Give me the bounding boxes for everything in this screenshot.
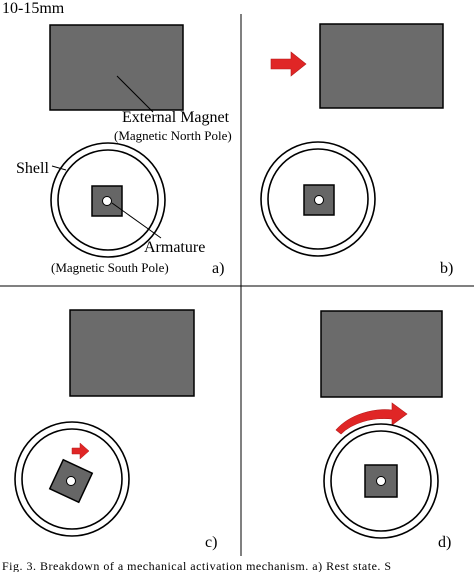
panel-label: d) xyxy=(438,534,451,551)
armature-pivot xyxy=(376,476,386,486)
panel-b: b) xyxy=(260,23,453,277)
armature-pivot xyxy=(66,476,76,486)
panel-a: External Magnet (Magnetic North Pole) Sh… xyxy=(16,24,232,277)
armature-leader-line xyxy=(111,202,162,239)
external-magnet-label: External Magnet xyxy=(122,109,230,126)
panel-c: c) xyxy=(14,309,217,551)
panel-label: c) xyxy=(205,534,217,551)
panel-label: a) xyxy=(212,260,224,277)
external-magnet-sublabel: (Magnetic North Pole) xyxy=(114,128,232,143)
figure-caption: Fig. 3. Breakdown of a mechanical activa… xyxy=(2,559,392,572)
shell-inner xyxy=(330,430,432,532)
external-magnet xyxy=(319,23,444,109)
curved-arrow-icon xyxy=(335,402,408,435)
shell-inner xyxy=(57,149,159,251)
panel-d: d) xyxy=(320,310,451,551)
armature xyxy=(364,464,398,498)
magnet-leader-line xyxy=(116,75,154,113)
external-magnet xyxy=(49,24,184,111)
shell-inner xyxy=(21,428,123,530)
armature-sublabel: (Magnetic South Pole) xyxy=(51,260,169,275)
armature-pivot xyxy=(102,196,112,206)
armature-label: Armature xyxy=(144,239,205,256)
armature-pivot xyxy=(314,195,324,205)
small-arrow-icon xyxy=(71,442,90,460)
external-magnet xyxy=(320,310,443,398)
shell-leader-line xyxy=(51,165,67,171)
shell-label: Shell xyxy=(16,160,49,177)
panel-label: b) xyxy=(440,260,453,277)
external-magnet xyxy=(69,309,195,397)
header-fragment: 10-15mm xyxy=(2,0,65,17)
shell-inner xyxy=(267,148,369,250)
straight-arrow-icon xyxy=(270,51,307,77)
